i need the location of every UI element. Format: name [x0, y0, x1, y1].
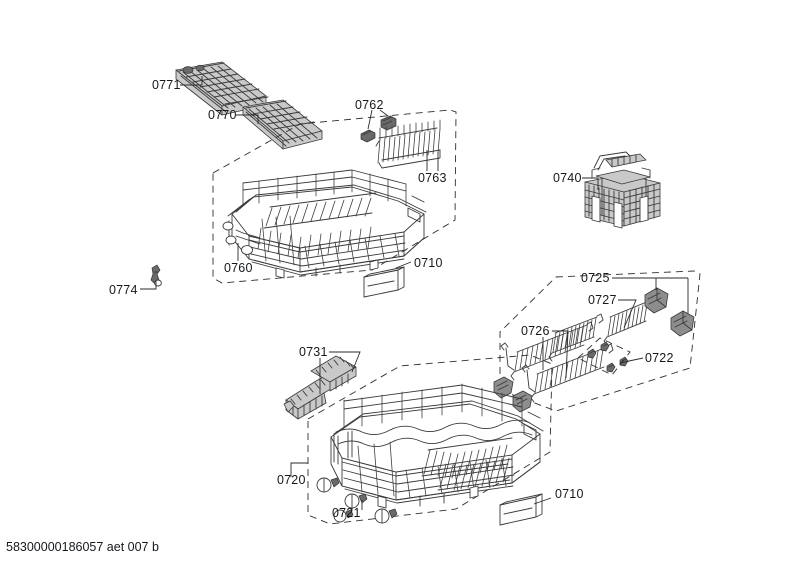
- roller-3: [374, 508, 398, 524]
- part-0762-small-clips: [360, 115, 397, 143]
- part-0721-roller-wheels: [316, 477, 398, 524]
- part-0720-lower-basket: [330, 383, 544, 509]
- part-label-0770: 0770: [208, 108, 237, 122]
- part-label-0771: 0771: [152, 78, 181, 92]
- group-boundary-upper-basket: [212, 109, 457, 284]
- part-label-0720: 0720: [277, 473, 306, 487]
- part-label-0721: 0721: [332, 506, 361, 520]
- part-label-0740: 0740: [553, 171, 582, 185]
- group-boundary-lower-tines: [499, 270, 701, 412]
- part-label-0710-lower: 0710: [555, 487, 584, 501]
- roller-4: [333, 509, 354, 523]
- part-0722-clip-left: [493, 342, 536, 413]
- group-boundary-lower-basket: [307, 354, 553, 525]
- part-0710-shelf-flap-upper: [363, 266, 405, 298]
- part-0740-cutlery-basket: [584, 151, 661, 229]
- part-label-0710-upper: 0710: [414, 256, 443, 270]
- part-label-0731: 0731: [299, 345, 328, 359]
- part-0722-fasteners: [577, 337, 631, 376]
- part-label-0722: 0722: [645, 351, 674, 365]
- part-0726-tine-rack-a: [510, 321, 594, 381]
- part-label-0726: 0726: [521, 324, 550, 338]
- part-0770-tine-row-insert-short: [242, 99, 323, 150]
- roller-1: [316, 477, 340, 493]
- part-0760-upper-basket: [222, 169, 427, 279]
- part-label-0763: 0763: [418, 171, 447, 185]
- part-label-0725: 0725: [581, 271, 610, 285]
- roller-2: [344, 493, 368, 509]
- part-0725-end-caps: [644, 287, 695, 337]
- part-0731-folding-tine-row: [283, 355, 357, 420]
- part-0774-bracket-clip: [150, 264, 162, 287]
- leader-lines: [140, 76, 689, 510]
- document-footer-code: 58300000186057 aet 007 b: [6, 540, 159, 554]
- part-0710-shelf-flap-lower: [499, 493, 543, 526]
- part-label-0774: 0774: [109, 283, 138, 297]
- part-label-0760: 0760: [224, 261, 253, 275]
- part-0771-tine-row-insert-long: [175, 61, 269, 116]
- part-label-0727: 0727: [588, 293, 617, 307]
- part-label-0762: 0762: [355, 98, 384, 112]
- part-0763-tine-rack: [375, 119, 441, 169]
